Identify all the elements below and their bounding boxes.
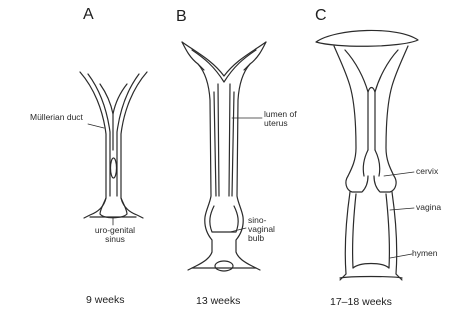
- panel-letter-b: B: [176, 8, 187, 26]
- caption-panel-a: 9 weeks: [86, 294, 125, 306]
- panel-letter-a: A: [83, 6, 94, 24]
- panel-letter-c: C: [315, 7, 327, 25]
- label-lumen-of-uterus: lumen of uterus: [264, 110, 322, 128]
- label-sinovaginal-bulb: sino-vaginal bulb: [248, 216, 290, 243]
- caption-panel-b: 13 weeks: [196, 295, 240, 307]
- label-cervix: cervix: [416, 167, 454, 176]
- caption-panel-c: 17–18 weeks: [330, 296, 392, 308]
- label-urogenital-sinus: uro-genital sinus: [88, 226, 142, 244]
- label-mullerian-duct: Müllerian duct: [30, 113, 86, 122]
- label-hymen: hymen: [412, 249, 452, 258]
- panel-a-drawing: [80, 72, 147, 218]
- panel-c-drawing: [316, 30, 418, 280]
- label-vagina: vagina: [416, 203, 454, 212]
